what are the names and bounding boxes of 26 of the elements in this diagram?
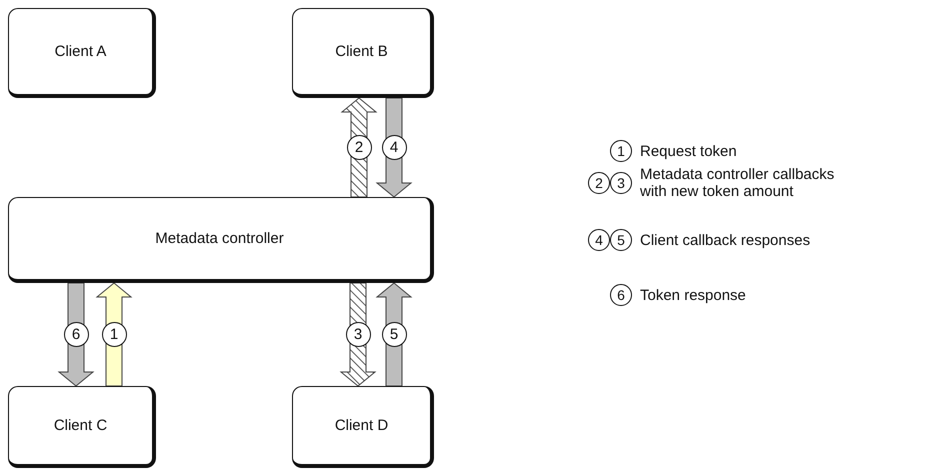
process-box <box>292 386 434 468</box>
node-label: Client A <box>54 43 106 60</box>
process-box <box>8 197 434 283</box>
step-number: 5 <box>610 229 632 251</box>
step-number: 6 <box>610 284 632 306</box>
step-number: 1 <box>102 322 126 347</box>
legend-text: Client callback responses <box>640 232 812 248</box>
node-label: Client C <box>54 417 108 434</box>
process-box <box>8 386 156 468</box>
step-number: 2 <box>588 172 610 194</box>
step-number: 5 <box>382 322 406 347</box>
step-number: 3 <box>610 172 632 194</box>
legend-text: Token response <box>640 286 747 304</box>
step-number: 2 <box>346 135 372 160</box>
node-label: Metadata controller <box>155 230 284 247</box>
node-label: Client D <box>334 417 388 434</box>
step-number: 4 <box>588 229 610 251</box>
step-number: 1 <box>610 140 632 162</box>
node-label: Client B <box>335 43 388 60</box>
legend-text: Metadata controller callbacks with new token amount <box>640 166 836 200</box>
process-box <box>292 8 434 98</box>
step-number: 6 <box>64 322 88 347</box>
step-number: 3 <box>346 322 370 347</box>
legend-text: Request token <box>640 142 738 160</box>
process-box <box>8 8 156 98</box>
step-number: 4 <box>382 135 406 160</box>
